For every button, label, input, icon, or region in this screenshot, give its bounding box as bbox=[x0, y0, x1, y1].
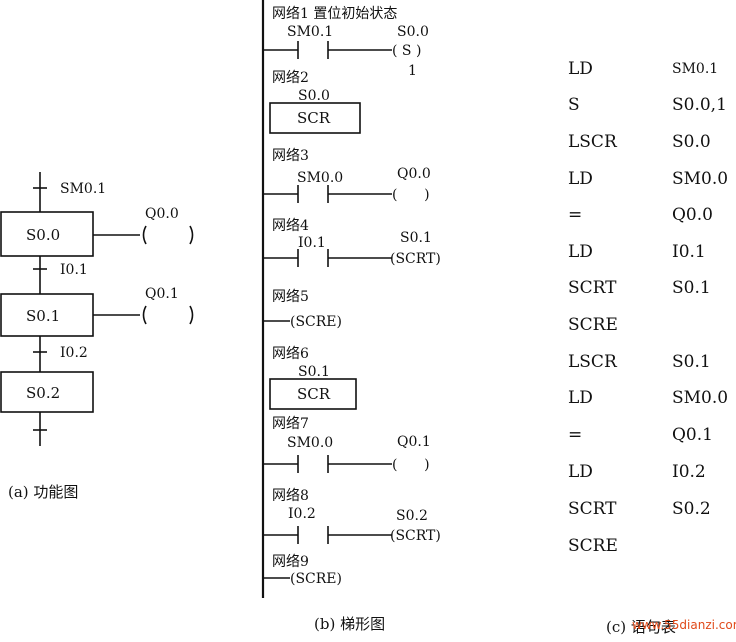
network-label: 网络6 bbox=[272, 346, 309, 362]
fc-transition-label: I0.2 bbox=[60, 345, 88, 361]
coil-name: Q0.0 bbox=[397, 166, 431, 182]
fc-action-left-bracket bbox=[142, 225, 147, 245]
fc-action-right-bracket bbox=[189, 225, 194, 245]
stl-arg: Q0.0 bbox=[672, 205, 713, 225]
coil: (SCRE) bbox=[290, 314, 342, 330]
network-label: 网络9 bbox=[272, 554, 309, 570]
coil-name: Q0.1 bbox=[397, 434, 431, 450]
fc-output-label: Q0.1 bbox=[145, 286, 179, 302]
network-label: 网络5 bbox=[272, 289, 309, 305]
coil-name: S0.2 bbox=[396, 508, 428, 524]
fc-transition-label: I0.1 bbox=[60, 262, 88, 278]
network-label: 网络7 bbox=[272, 416, 309, 432]
scr-box bbox=[269, 378, 357, 410]
contact-label: I0.2 bbox=[288, 506, 316, 522]
coil-name: S0.0 bbox=[397, 24, 429, 40]
watermark: www.55dianzi.com bbox=[632, 618, 736, 632]
network-label: 网络2 bbox=[272, 70, 309, 86]
stl-op: LD bbox=[568, 462, 593, 482]
stl-arg: S0.1 bbox=[672, 352, 711, 372]
fc-step-label: S0.0 bbox=[26, 226, 60, 244]
stl-op: LSCR bbox=[568, 132, 618, 152]
stl-arg: S0.0 bbox=[672, 132, 711, 152]
coil: (SCRT) bbox=[390, 251, 441, 267]
box-name: S0.0 bbox=[298, 88, 330, 104]
coil-name: S0.1 bbox=[400, 230, 432, 246]
fc-action-left-bracket bbox=[142, 305, 147, 325]
stl-arg: Q0.1 bbox=[672, 425, 713, 445]
contact-label: SM0.1 bbox=[287, 24, 333, 40]
coil: ( S ) bbox=[392, 43, 421, 59]
stl-op: SCRT bbox=[568, 499, 617, 519]
box-name: S0.1 bbox=[298, 364, 330, 380]
fc-step-label: S0.2 bbox=[26, 384, 60, 402]
contact-label: SM0.0 bbox=[287, 435, 333, 451]
contact-label: SM0.0 bbox=[297, 170, 343, 186]
stl-op: = bbox=[568, 425, 582, 445]
stl-op: LD bbox=[568, 388, 593, 408]
stl-caption: (c) 语句表 bbox=[606, 618, 676, 636]
stl-arg: S0.2 bbox=[672, 499, 711, 519]
stl-arg: I0.1 bbox=[672, 242, 706, 262]
stl-arg: S0.1 bbox=[672, 278, 711, 298]
stl-arg: I0.2 bbox=[672, 462, 706, 482]
stl-arg: SM0.0 bbox=[672, 169, 728, 189]
statement-list: LD SM0.1 S S0.0,1 LSCR S0.0 LD SM0.0 = Q… bbox=[568, 59, 728, 636]
stl-op: LD bbox=[568, 59, 593, 79]
scr-box bbox=[269, 102, 361, 134]
stl-op: LSCR bbox=[568, 352, 618, 372]
coil: ( ) bbox=[392, 457, 430, 473]
network-label: 网络4 bbox=[272, 218, 309, 234]
fc-step-label: S0.1 bbox=[26, 307, 60, 325]
scr-box-label: SCR bbox=[297, 109, 331, 127]
coil: ( ) bbox=[392, 187, 430, 203]
stl-arg: SM0.0 bbox=[672, 388, 728, 408]
contact-label: I0.1 bbox=[298, 235, 326, 251]
stl-op: LD bbox=[568, 242, 593, 262]
stl-arg: S0.0,1 bbox=[672, 95, 727, 115]
coil-count: 1 bbox=[408, 63, 417, 79]
fc-step-box bbox=[0, 211, 94, 257]
fc-output-label: Q0.0 bbox=[145, 206, 179, 222]
fc-init-condition: SM0.1 bbox=[60, 181, 106, 197]
stl-op: SCRT bbox=[568, 278, 617, 298]
coil: (SCRE) bbox=[290, 571, 342, 587]
stl-op: = bbox=[568, 205, 582, 225]
stl-op: SCRE bbox=[568, 315, 618, 335]
stl-op: SCRE bbox=[568, 536, 618, 556]
network-label: 网络8 bbox=[272, 488, 309, 504]
coil: (SCRT) bbox=[390, 528, 441, 544]
stl-op: S bbox=[568, 95, 580, 115]
function-chart: SM0.1 S0.0 Q0.0 I0.1 S0.1 Q0.1 I0.2 S0.2… bbox=[0, 172, 194, 501]
ladder-caption: (b) 梯形图 bbox=[314, 615, 385, 633]
ladder-diagram: 网络1 置位初始状态 SM0.1 S0.0 ( S ) 1 网络2 S0.0 S… bbox=[261, 0, 441, 633]
network-label: 网络1 置位初始状态 bbox=[272, 5, 397, 22]
stl-arg: SM0.1 bbox=[672, 61, 718, 77]
fc-caption: (a) 功能图 bbox=[8, 483, 78, 501]
fc-action-right-bracket bbox=[189, 305, 194, 325]
network-label: 网络3 bbox=[272, 148, 309, 164]
fc-step-box bbox=[0, 371, 94, 413]
scr-box-label: SCR bbox=[297, 385, 331, 403]
stl-op: LD bbox=[568, 169, 593, 189]
